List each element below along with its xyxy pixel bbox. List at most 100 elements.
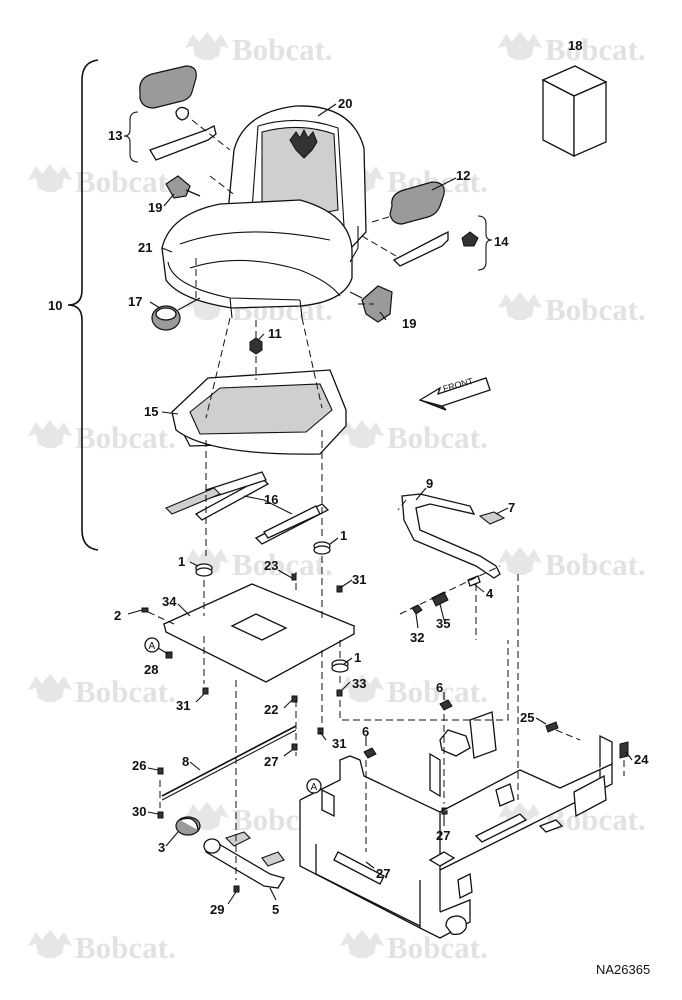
seat-cushion — [161, 199, 353, 309]
callout-25: 25 — [520, 710, 534, 725]
callout-34: 34 — [162, 594, 177, 609]
watermark: Bobcat. — [340, 420, 488, 455]
callout-31: 31 — [332, 736, 346, 751]
callout-31: 31 — [176, 698, 190, 713]
bobcat-logo-icon — [28, 930, 72, 958]
callout-23: 23 — [264, 558, 278, 573]
reference-circle-label: A — [311, 782, 318, 793]
machine-frame — [299, 711, 613, 939]
watermark-text: Bobcat. — [387, 420, 488, 455]
callout-1: 1 — [178, 554, 185, 569]
part-1-bushing — [195, 563, 213, 577]
callout-19: 19 — [402, 316, 416, 331]
callout-labels: 18 20 13 12 19 14 21 10 17 19 11 15 9 16… — [48, 38, 649, 917]
watermark: Bobcat. — [340, 930, 488, 965]
callout-12: 12 — [456, 168, 470, 183]
callout-29: 29 — [210, 902, 224, 917]
part-13-left-armrest — [139, 65, 217, 161]
part-11-nut — [249, 337, 263, 355]
part-5-shaft — [203, 831, 285, 889]
diagram-id: NA26365 — [596, 962, 650, 977]
bobcat-logo-icon — [498, 292, 542, 320]
part-35-spring — [431, 591, 449, 607]
callout-21: 21 — [138, 240, 152, 255]
callout-11: 11 — [268, 326, 282, 341]
callout-16: 16 — [264, 492, 278, 507]
reference-circle-icon: A — [144, 637, 169, 655]
callout-24: 24 — [634, 752, 649, 767]
part-1-bushing — [331, 659, 349, 673]
front-arrow-icon: FRONT — [418, 376, 491, 411]
callout-13: 13 — [108, 128, 122, 143]
callout-10: 10 — [48, 298, 62, 313]
bobcat-logo-icon — [289, 128, 318, 159]
part-1-bushing — [313, 541, 331, 555]
watermark: Bobcat. — [185, 32, 333, 67]
brace-10 — [67, 59, 99, 551]
callout-8: 8 — [182, 754, 189, 769]
callout-14: 14 — [494, 234, 509, 249]
brace-14 — [477, 215, 493, 271]
bobcat-logo-icon — [28, 420, 72, 448]
watermark-text: Bobcat. — [75, 164, 176, 199]
bobcat-logo-icon — [340, 930, 384, 958]
callout-20: 20 — [338, 96, 352, 111]
callout-5: 5 — [272, 902, 279, 917]
watermark: Bobcat. — [28, 420, 176, 455]
callout-28: 28 — [144, 662, 158, 677]
watermark-text: Bobcat. — [75, 420, 176, 455]
callout-32: 32 — [410, 630, 424, 645]
bobcat-logo-icon — [28, 164, 72, 192]
part-32-nut — [411, 604, 423, 615]
callout-15: 15 — [144, 404, 158, 419]
watermark-text: Bobcat. — [75, 674, 176, 709]
callout-27: 27 — [376, 866, 390, 881]
watermark-text: Bobcat. — [232, 32, 333, 67]
callout-18: 18 — [568, 38, 582, 53]
callout-4: 4 — [486, 586, 494, 601]
watermark: Bobcat. — [28, 930, 176, 965]
watermark-text: Bobcat. — [545, 547, 646, 582]
part-17-knob — [151, 297, 201, 331]
part-16-seat-rails — [165, 471, 330, 545]
part-3-bushing — [175, 816, 201, 836]
watermark-text: Bobcat. — [387, 674, 488, 709]
part-15-seat-frame — [171, 369, 347, 455]
bobcat-logo-icon — [185, 32, 229, 60]
callout-3: 3 — [158, 840, 165, 855]
part-18-kit-box — [541, 65, 608, 158]
callout-17: 17 — [128, 294, 142, 309]
assembly-lines — [147, 119, 625, 880]
callout-1: 1 — [340, 528, 347, 543]
bobcat-logo-icon — [498, 32, 542, 60]
part-4-pin — [467, 575, 481, 587]
callout-19: 19 — [148, 200, 162, 215]
part-19-adjuster-knob — [349, 285, 393, 323]
callout-22: 22 — [264, 702, 278, 717]
part-7-pad — [478, 511, 506, 525]
watermark: Bobcat. — [498, 292, 646, 327]
watermark-text: Bobcat. — [545, 292, 646, 327]
watermark: Bobcat. — [498, 32, 646, 67]
reference-circle-icon: A — [306, 778, 322, 794]
bobcat-logo-icon — [498, 547, 542, 575]
callout-1: 1 — [354, 650, 361, 665]
reference-circle-label: A — [149, 641, 156, 652]
callout-6: 6 — [362, 724, 369, 739]
callout-9: 9 — [426, 476, 433, 491]
part-9-bracket — [401, 493, 501, 579]
watermark: Bobcat. — [28, 674, 176, 709]
callout-2: 2 — [114, 608, 121, 623]
bobcat-logo-icon — [28, 674, 72, 702]
watermark-text: Bobcat. — [545, 32, 646, 67]
callout-30: 30 — [132, 804, 146, 819]
callout-26: 26 — [132, 758, 146, 773]
callout-33: 33 — [352, 676, 366, 691]
watermark: Bobcat. — [340, 674, 488, 709]
part-12-right-armrest — [389, 181, 479, 267]
seat-assembly — [161, 105, 367, 319]
callout-27: 27 — [264, 754, 278, 769]
watermark: Bobcat. — [498, 547, 646, 582]
callout-31: 31 — [352, 572, 366, 587]
